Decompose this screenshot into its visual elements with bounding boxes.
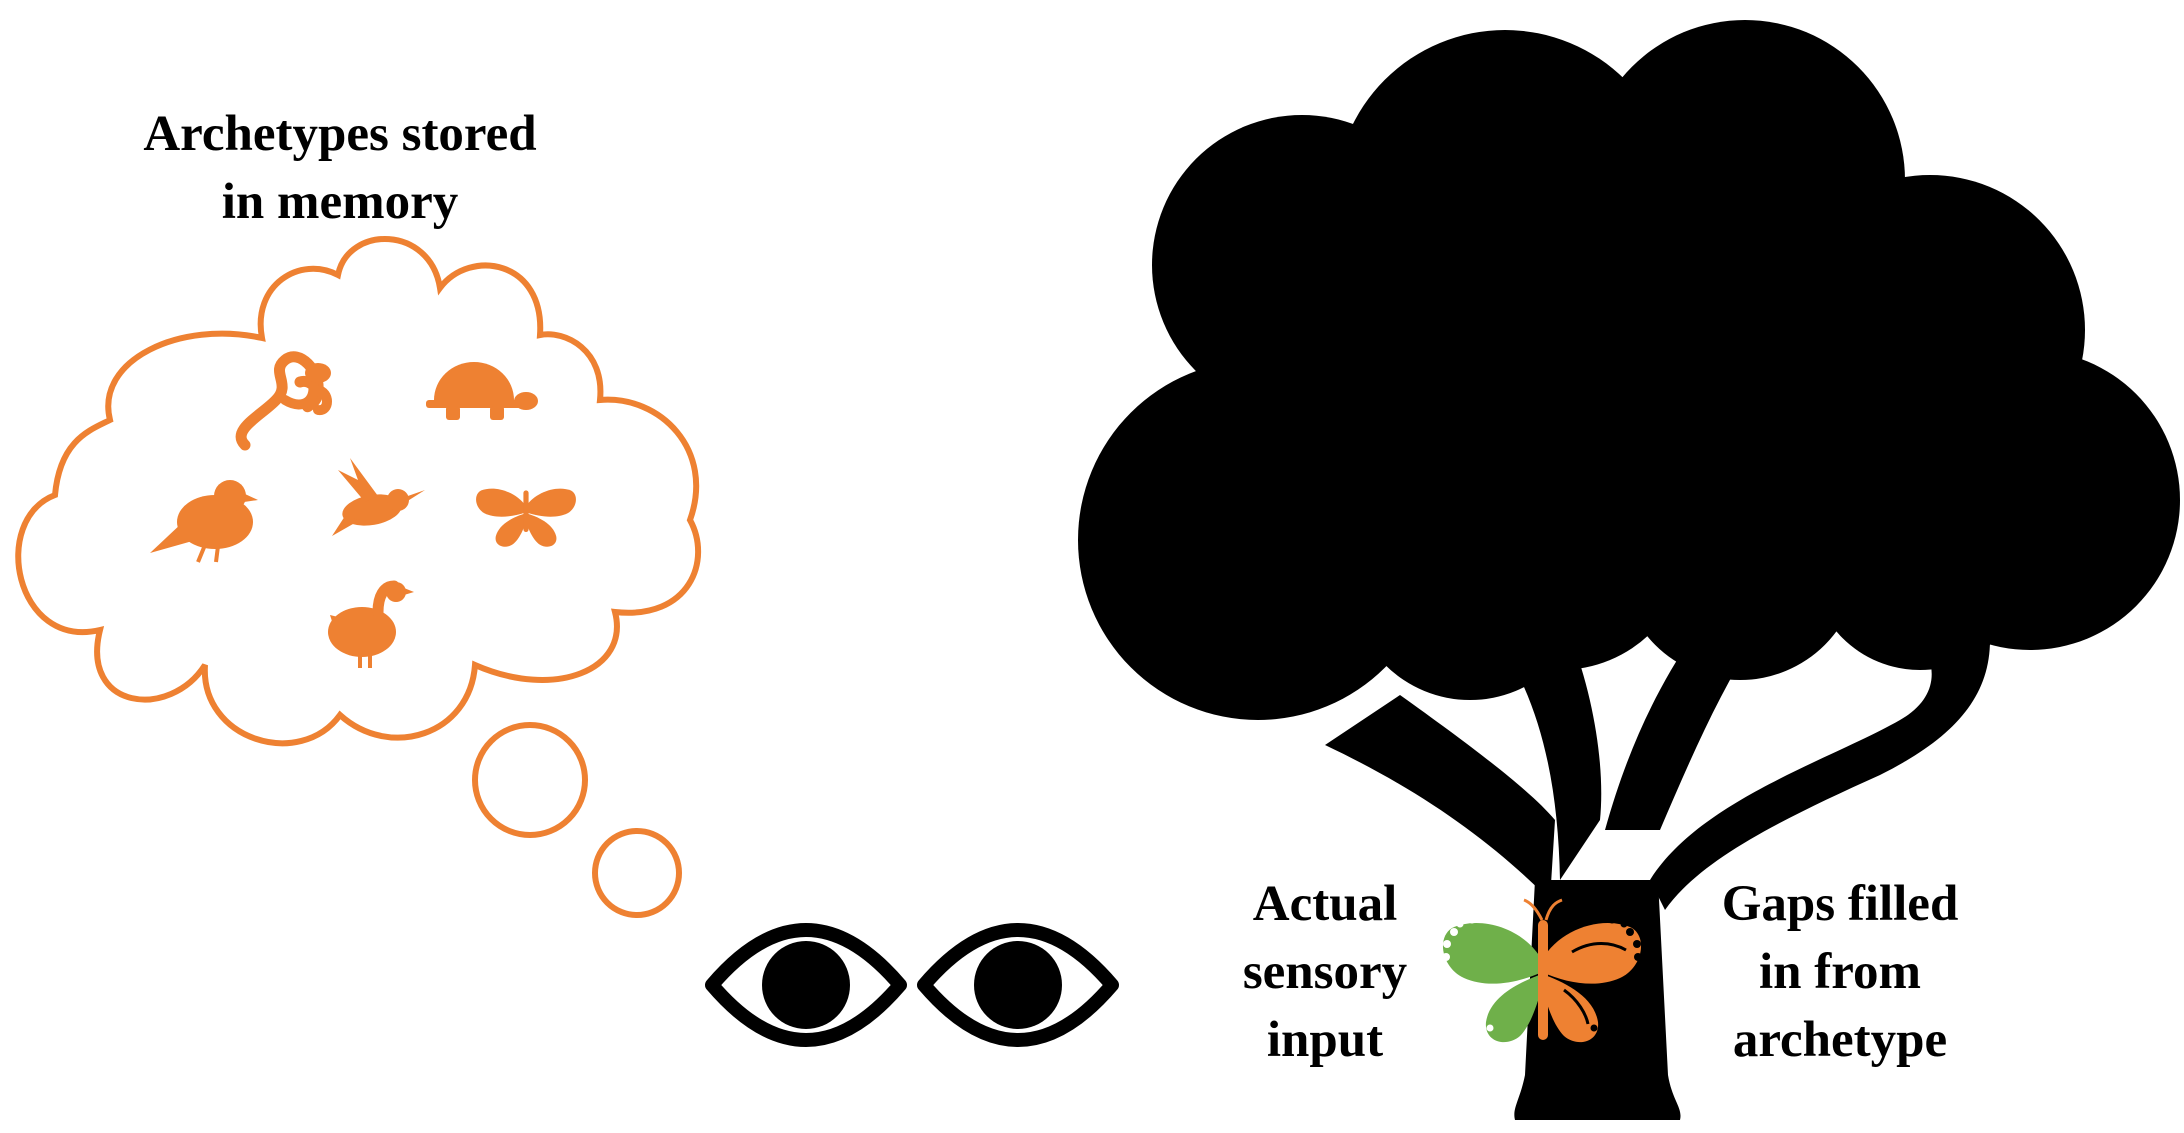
archetype-half	[1523, 898, 1642, 1043]
turtle-icon	[426, 362, 538, 420]
duck-icon	[328, 580, 414, 668]
sensory-input-label: Actual sensory input	[1190, 870, 1460, 1074]
eye-icon	[917, 923, 1119, 1047]
sensory-label-line: input	[1266, 1012, 1384, 1068]
cloud-title-line: Archetypes stored	[143, 106, 537, 162]
gaps-filled-label: Gaps filled in from archetype	[1680, 870, 2000, 1074]
bird-icon	[150, 480, 258, 563]
gaps-label-line: Gaps filled	[1721, 876, 1959, 932]
snake-icon	[235, 351, 332, 451]
thought-cloud	[15, 235, 701, 918]
sensory-half	[1442, 916, 1542, 1043]
tree-icon	[1078, 20, 2180, 1120]
hummingbird-icon	[332, 458, 425, 536]
cloud-title: Archetypes stored in memory	[60, 100, 620, 236]
observer-eyes	[705, 923, 1119, 1047]
gaps-label-line: in from	[1759, 944, 1921, 1000]
gaps-label-line: archetype	[1732, 1012, 1948, 1068]
butterfly-icon	[1442, 898, 1642, 1043]
sensory-label-line: sensory	[1242, 944, 1408, 1000]
cloud-title-line: in memory	[221, 174, 459, 230]
butterfly-icon	[476, 488, 576, 547]
eye-icon	[705, 923, 907, 1047]
sensory-label-line: Actual	[1252, 876, 1398, 932]
